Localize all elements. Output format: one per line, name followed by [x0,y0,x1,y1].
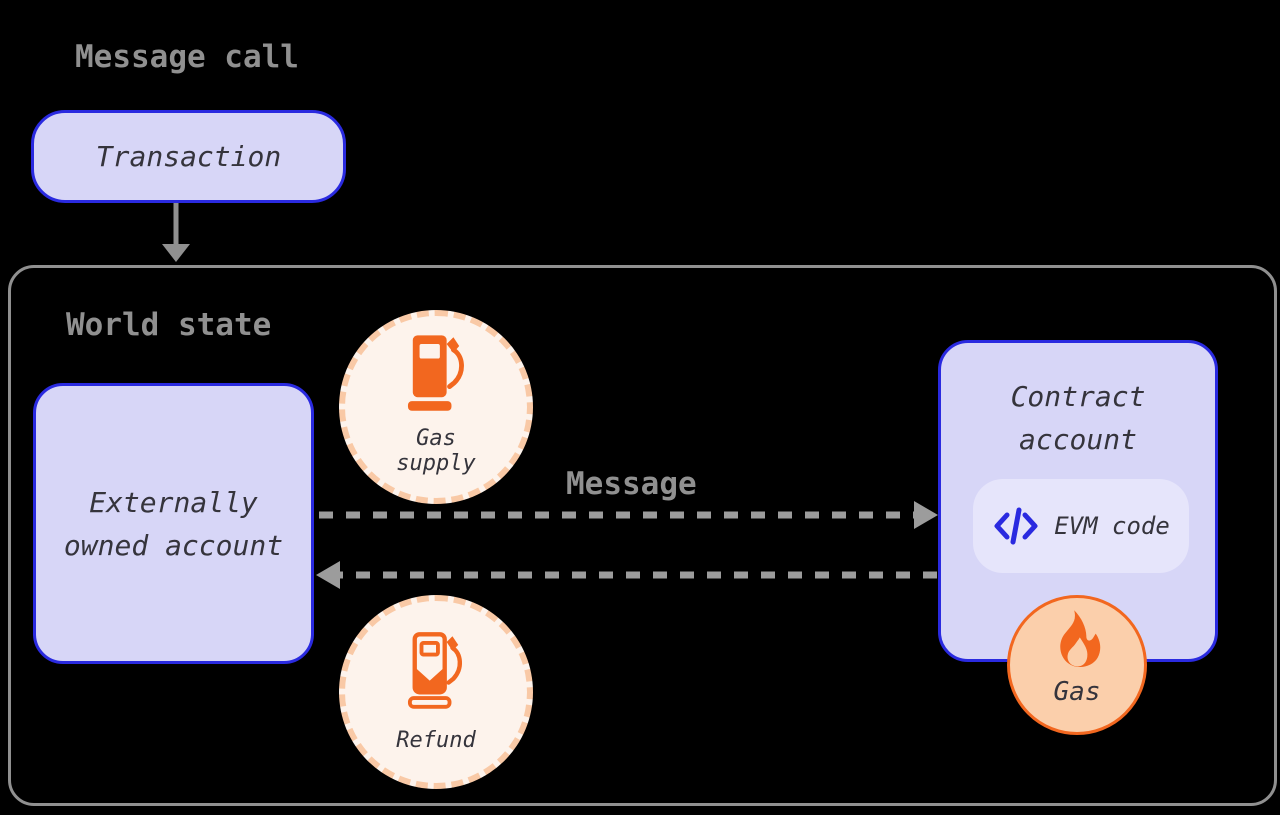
diagram-title: Message call [75,39,299,75]
gas-pump-refund-icon [407,632,462,709]
gas-pump-icon [407,335,464,411]
eoa-label-line2: owned account [63,528,284,562]
world-state-container [8,265,1277,806]
gas-supply-label-line1: Gas [416,426,456,451]
contract-account-node: Contract account EVM code [938,340,1218,662]
refund-label: Refund [396,728,476,753]
world-state-label: World state [66,307,272,343]
gas-supply-badge: Gas supply [339,310,533,504]
evm-code-label: EVM code [1054,512,1170,540]
contract-label-line2: account [1018,423,1137,456]
transaction-label: Transaction [95,140,282,173]
refund-badge: Refund [339,595,533,789]
message-arrow-label: Message [566,466,697,502]
flame-icon [1060,610,1101,668]
gas-supply-label-line2: supply [396,451,476,476]
transaction-down-arrow [162,203,190,262]
gas-label: Gas [1053,677,1101,707]
code-icon [994,507,1038,545]
transaction-node: Transaction [31,110,346,203]
contract-label-line1: Contract [1010,380,1146,413]
externally-owned-account-node: Externally owned account [33,383,314,664]
eoa-label-line1: Externally [89,485,258,519]
evm-code-pill: EVM code [973,479,1189,573]
gas-badge: Gas [1007,595,1147,735]
